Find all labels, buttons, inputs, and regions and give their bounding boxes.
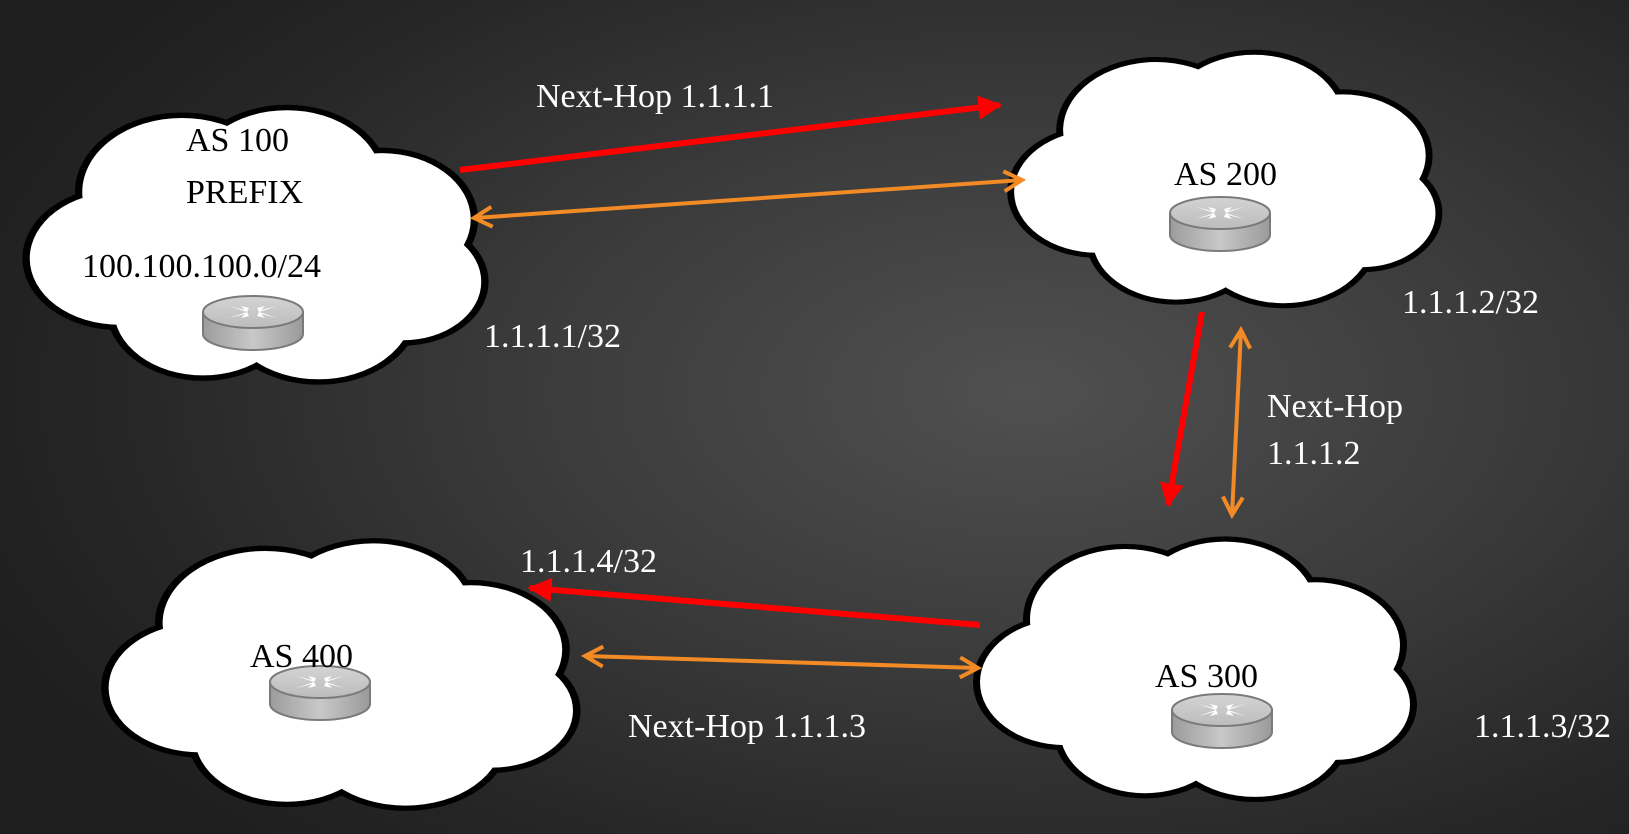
as300-address: 1.1.1.3/32 [1474, 708, 1611, 745]
as100-address: 1.1.1.1/32 [484, 318, 621, 355]
router-icon-as300 [1171, 693, 1273, 749]
next-hop-label-1: Next-Hop 1.1.1.1 [536, 78, 774, 115]
next-hop-label-3: Next-Hop 1.1.1.3 [628, 708, 866, 745]
as400-address: 1.1.1.4/32 [520, 543, 657, 580]
session-arrow-as100-as200 [474, 180, 1022, 218]
as100-prefix: 100.100.100.0/24 [82, 248, 321, 285]
as100-prefix-title: PREFIX [186, 174, 304, 211]
advertisement-arrow-as100-as200 [459, 95, 1003, 173]
advertisement-arrow-as300-as400 [527, 577, 981, 628]
router-icon-as100 [202, 295, 304, 351]
next-hop-label-2-line2: 1.1.1.2 [1267, 435, 1361, 472]
as300-name: AS 300 [1155, 658, 1258, 695]
as200-address: 1.1.1.2/32 [1402, 284, 1539, 321]
as200-name: AS 200 [1174, 156, 1277, 193]
advertisement-arrow-as200-as300 [1159, 311, 1205, 508]
session-arrow-as300-as400 [585, 656, 978, 668]
router-icon-as200 [1169, 196, 1271, 252]
as100-name: AS 100 [186, 122, 289, 159]
session-arrow-as200-as300 [1232, 330, 1241, 515]
next-hop-label-2-line1: Next-Hop [1267, 388, 1403, 425]
as400-name: AS 400 [250, 638, 353, 675]
